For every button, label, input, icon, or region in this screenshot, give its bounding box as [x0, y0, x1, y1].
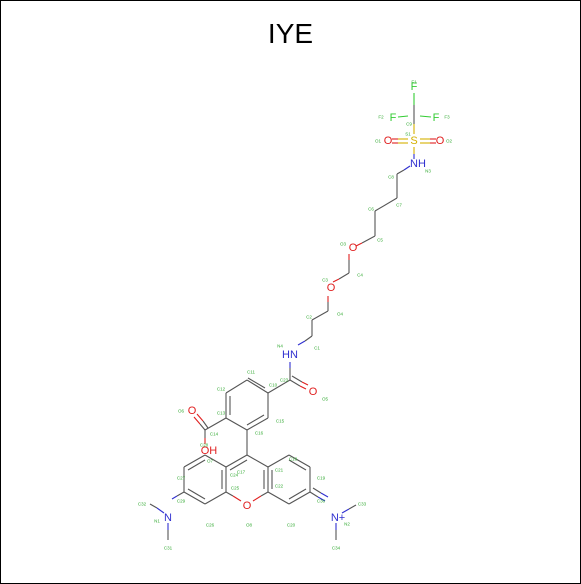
label-c20: C20	[287, 523, 296, 528]
label-c27: C27	[177, 476, 186, 481]
label-n3: N3	[425, 169, 431, 174]
atom-s1: S	[410, 135, 417, 147]
atom-index-labels: F1 F2 F3 C9 S1 O1 O2 N3 C8 C7 C6 C5 O3 C…	[138, 80, 453, 551]
label-c31: C31	[164, 546, 173, 551]
atom-o7: OH	[201, 445, 218, 457]
label-o2: O2	[446, 139, 453, 144]
label-o8: O8	[246, 523, 253, 528]
label-o3: O3	[340, 242, 347, 247]
label-o1: O1	[375, 139, 382, 144]
atom-o2: O	[436, 135, 445, 147]
atom-o3: O	[349, 242, 358, 254]
label-c25: C25	[231, 486, 240, 491]
sulfonyl-group	[392, 138, 436, 159]
atom-n1: N	[164, 512, 172, 524]
label-c21: C21	[275, 468, 284, 473]
carboxylic-acid	[193, 413, 227, 444]
label-c5: C5	[377, 238, 383, 243]
label-c26: C26	[206, 523, 215, 528]
atom-o8: O	[243, 500, 252, 512]
label-o6: O6	[178, 409, 185, 414]
label-c33: C33	[358, 502, 367, 507]
label-f1: F1	[411, 80, 417, 85]
atom-f2: F	[390, 112, 397, 124]
trifluoromethyl-group	[397, 93, 432, 134]
label-c3: C3	[322, 278, 328, 283]
right-dimethyliminium	[309, 487, 357, 540]
label-c1: C1	[314, 346, 320, 351]
atom-f3: F	[433, 112, 440, 124]
label-n2: N2	[344, 522, 350, 527]
xanthene-core	[183, 454, 311, 505]
atom-f1: F	[411, 81, 418, 93]
atom-o1: O	[384, 135, 393, 147]
label-o5: O5	[322, 397, 329, 402]
label-c7: C7	[396, 203, 402, 208]
left-dimethylamino	[149, 491, 185, 540]
label-n1: N1	[154, 519, 160, 524]
linker-chain	[289, 165, 411, 380]
heteroatom-labels: F F F S O O NH O O HN O O OH O N N+	[164, 81, 445, 524]
label-c11: C11	[247, 370, 255, 375]
label-c16: C16	[255, 431, 264, 436]
label-c18: C18	[289, 457, 298, 462]
label-c29: C29	[177, 499, 186, 504]
label-c30: C30	[317, 499, 326, 504]
label-c4: C4	[357, 273, 363, 278]
label-c9: C9	[406, 122, 412, 127]
label-c10: C10	[269, 383, 278, 388]
atom-o6: O	[188, 405, 197, 417]
label-c17: C17	[237, 470, 246, 475]
label-n4: N4	[277, 344, 283, 349]
label-c28: C28	[200, 443, 209, 448]
label-c32: C32	[138, 502, 147, 507]
label-c15: C15	[276, 419, 285, 424]
atom-n3: NH	[410, 158, 426, 170]
atom-n2: N+	[331, 512, 345, 524]
label-c13: C13	[217, 411, 226, 416]
label-s1: S1	[405, 132, 411, 137]
atom-o4: O	[327, 282, 336, 294]
label-c2: C2	[306, 315, 312, 320]
label-c23: C23	[280, 378, 289, 383]
atom-n4: HN	[282, 349, 298, 361]
benzoic-ring	[225, 377, 291, 431]
molecule-title: IYE	[267, 18, 314, 49]
label-f2: F2	[378, 115, 384, 120]
label-c34: C34	[332, 546, 341, 551]
label-o4: O4	[337, 312, 344, 317]
atom-o5: O	[309, 386, 318, 398]
label-o7: O7	[207, 459, 214, 464]
label-c8: C8	[388, 175, 394, 180]
label-c12: C12	[217, 387, 226, 392]
label-c24: C24	[230, 473, 239, 478]
label-c22: C22	[275, 484, 284, 489]
label-c19: C19	[317, 476, 326, 481]
amide-carbonyl	[289, 375, 309, 390]
label-c6: C6	[368, 207, 374, 212]
label-c14: C14	[210, 432, 219, 437]
label-f3: F3	[444, 115, 450, 120]
